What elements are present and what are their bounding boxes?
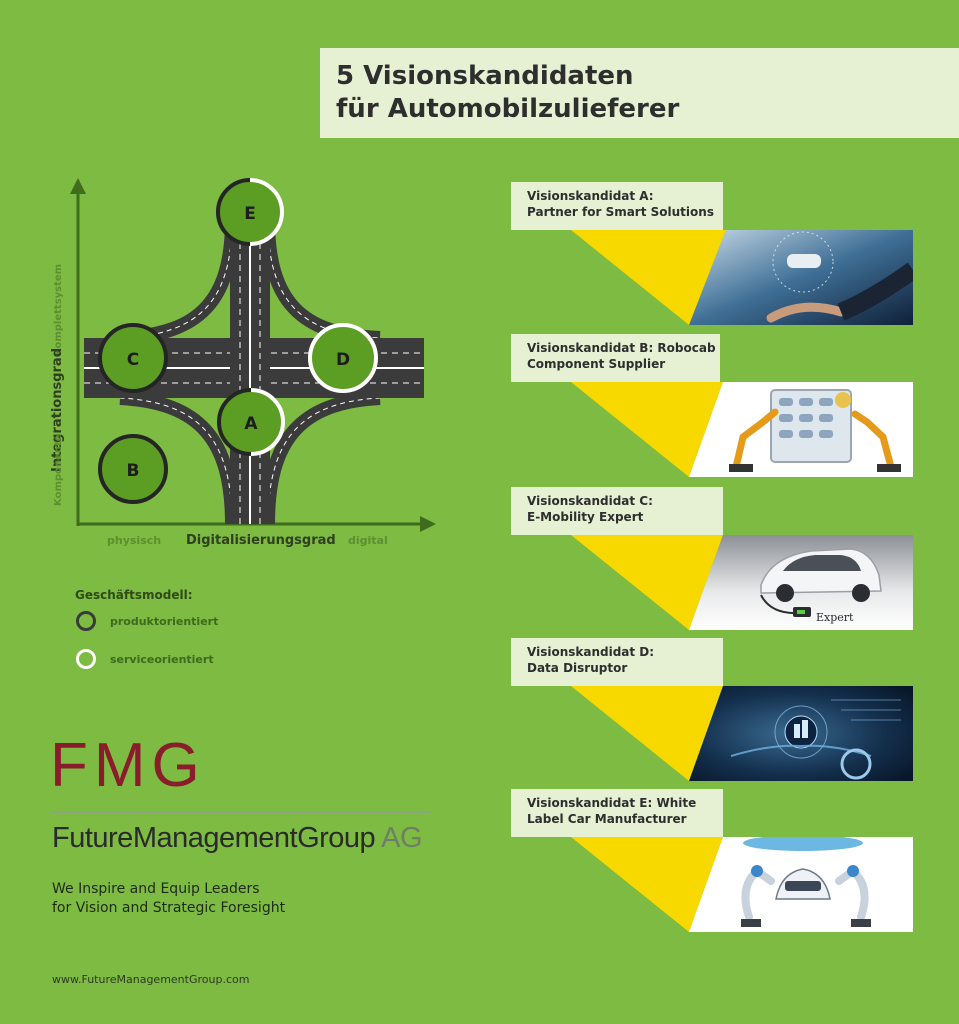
website-link[interactable]: www.FutureManagementGroup.com (52, 973, 250, 986)
candidate-b-highlight (571, 382, 723, 477)
candidate-d-line-2: Data Disruptor (527, 661, 628, 675)
expert-caption: Expert (816, 611, 854, 624)
candidate-b-line-2: Component Supplier (527, 357, 666, 371)
candidate-c-label: Visionskandidat C: E-Mobility Expert (511, 487, 723, 535)
hand-icon (766, 302, 846, 323)
candidate-a-line-2: Partner for Smart Solutions (527, 205, 714, 219)
company-suffix: AG (381, 822, 423, 854)
candidate-c-line-2: E-Mobility Expert (527, 510, 644, 524)
company-name-text: FutureManagementGroup (52, 822, 376, 854)
company-name: FutureManagementGroup AG (52, 822, 423, 855)
candidate-b-line-1: Visionskandidat B: Robocab (527, 341, 716, 355)
candidate-a-line-1: Visionskandidat A: (527, 189, 654, 203)
candidate-b-label: Visionskandidat B: Robocab Component Sup… (511, 334, 720, 382)
award-icon (835, 392, 851, 408)
y-axis-high-label: Komplettsystem (53, 264, 64, 356)
steering-wheel-icon (840, 748, 872, 780)
legend-marker-service (76, 649, 96, 669)
candidate-e-highlight (571, 837, 723, 932)
node-c-label: C (127, 350, 139, 370)
node-a: A (217, 388, 285, 456)
candidate-d-label: Visionskandidat D: Data Disruptor (511, 638, 723, 686)
node-d-label: D (336, 350, 350, 370)
x-axis-title: Digitalisierungsgrad (186, 533, 336, 548)
node-c: C (98, 323, 168, 393)
candidate-a-label: Visionskandidat A: Partner for Smart Sol… (511, 182, 723, 230)
candidate-d-highlight (571, 686, 723, 781)
x-axis-high-label: digital (348, 534, 388, 547)
node-d: D (308, 323, 378, 393)
legend-label-service: serviceorientiert (110, 653, 214, 666)
candidate-d-line-1: Visionskandidat D: (527, 645, 655, 659)
legend-marker-produkt (76, 611, 96, 631)
robot-arm-right-icon (851, 410, 895, 471)
logo-divider (52, 811, 430, 813)
node-b: B (98, 434, 168, 504)
tagline-line-1: We Inspire and Equip Leaders (52, 881, 260, 897)
fmg-logo: FMG (50, 731, 206, 800)
candidate-e-line-1: Visionskandidat E: White (527, 796, 697, 810)
candidate-c-image: Expert (571, 535, 913, 630)
candidate-a-highlight (571, 230, 726, 325)
candidate-e-image (571, 837, 913, 932)
x-axis-arrow (420, 516, 436, 532)
candidate-a-image (571, 230, 913, 325)
tagline: We Inspire and Equip Leaders for Vision … (52, 880, 285, 918)
title-line-2: für Automobilzulieferer (336, 94, 680, 124)
title-line-1: 5 Visionskandidaten (336, 61, 634, 91)
node-a-label: A (244, 414, 258, 434)
screen-icon (770, 389, 852, 463)
y-axis-low-label: Komponente (53, 434, 64, 506)
candidate-e-line-2: Label Car Manufacturer (527, 812, 687, 826)
candidate-b-image (571, 382, 913, 477)
data-globe-icon (774, 705, 828, 759)
x-axis-low-label: physisch (107, 534, 162, 547)
node-e-label: E (244, 204, 256, 224)
candidate-c-highlight (571, 535, 723, 630)
candidate-c-line-1: Visionskandidat C: (527, 494, 653, 508)
node-e: E (216, 178, 284, 246)
node-b-label: B (127, 461, 140, 481)
y-axis-title: Integrationsgrad (50, 348, 65, 472)
title-box: 5 Visionskandidaten für Automobilzuliefe… (320, 48, 959, 138)
legend-label-produkt: produktorientiert (110, 615, 219, 628)
tagline-line-2: for Vision and Strategic Foresight (52, 900, 286, 916)
candidate-d-image (571, 686, 913, 781)
candidate-e-label: Visionskandidat E: White Label Car Manuf… (511, 789, 723, 837)
interchange-diagram: E C D A B Komplettsystem Integrationsgra… (50, 178, 436, 532)
legend-title: Geschäftsmodell: (75, 588, 193, 602)
robot-arm-left-icon (732, 408, 779, 471)
y-axis-arrow (70, 178, 86, 194)
hologram-car-icon (787, 254, 821, 268)
